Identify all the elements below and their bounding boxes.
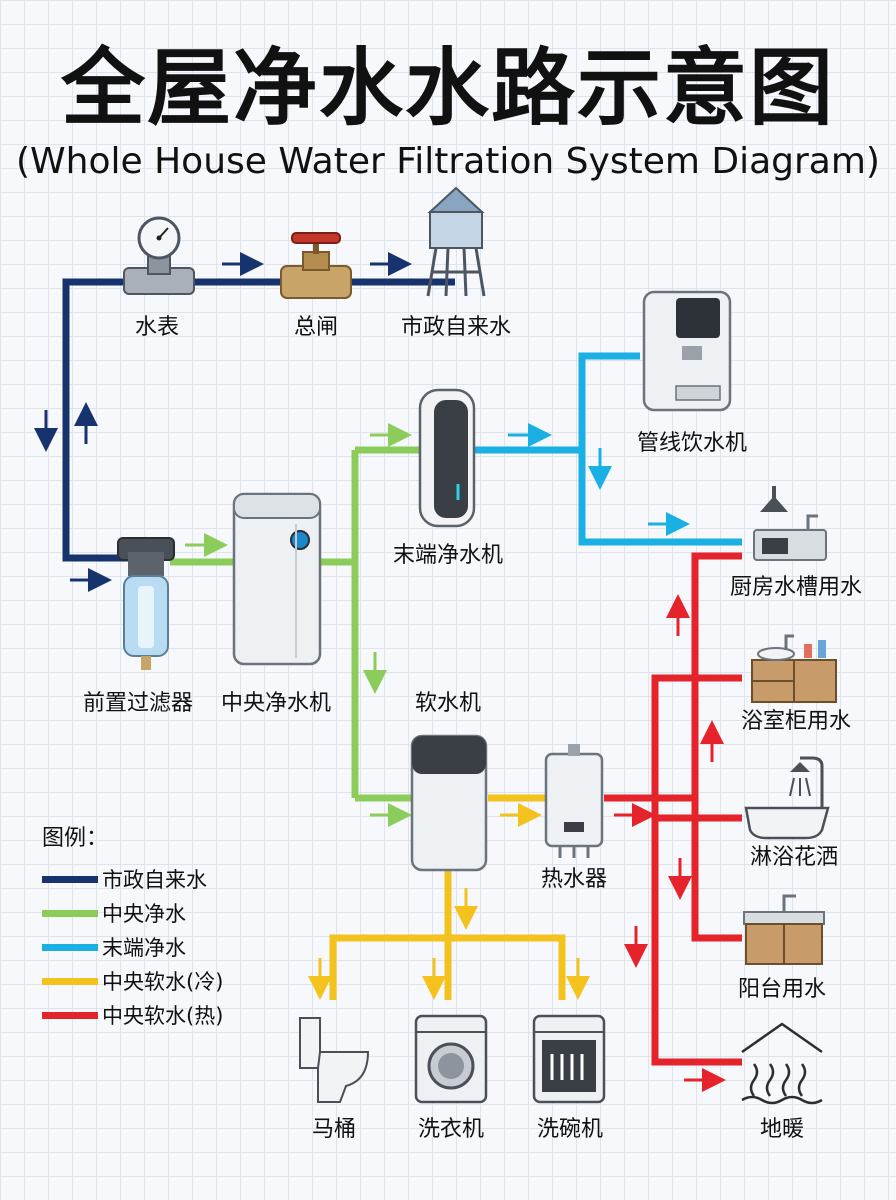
label-municipal-supply: 市政自来水 [400, 315, 512, 340]
legend-item: 中央软水(热) [42, 998, 223, 1032]
legend-label: 中央净水 [102, 902, 186, 926]
municipal-pipe [62, 278, 455, 562]
balcony-sink-icon [743, 894, 825, 965]
central-purifier-icon [232, 492, 322, 666]
bathroom-cabinet-icon [751, 634, 837, 703]
soft-hot-pipe [604, 552, 742, 1066]
terminal-purifier-icon [418, 388, 476, 528]
label-shower: 淋浴花洒 [749, 845, 839, 870]
softener-icon [410, 734, 488, 872]
legend-swatch-terminal [42, 943, 98, 951]
legend-item: 中央软水(冷) [42, 964, 223, 998]
legend-swatch-soft-hot [42, 1011, 98, 1019]
label-main-valve: 总闸 [293, 315, 339, 340]
label-toilet: 马桶 [311, 1117, 357, 1142]
terminal-pipe [475, 352, 742, 546]
shower-bathtub-icon [744, 756, 830, 840]
pipeline-dispenser-icon [642, 290, 732, 412]
pre-filter-icon [117, 537, 175, 670]
label-water-meter: 水表 [134, 315, 180, 340]
legend-label: 末端净水 [102, 936, 186, 960]
floor-heating-icon [741, 1022, 823, 1105]
legend-swatch-central [42, 909, 98, 917]
legend-label: 中央软水(热) [102, 1004, 224, 1028]
label-dishwasher: 洗碗机 [536, 1117, 604, 1142]
legend-label: 市政自来水 [102, 868, 207, 892]
legend-item: 末端净水 [42, 930, 223, 964]
label-balcony: 阳台用水 [737, 977, 827, 1002]
soft-cold-pipe [329, 794, 566, 1000]
legend-item: 中央净水 [42, 896, 223, 930]
toilet-icon [299, 1017, 370, 1103]
label-terminal-purifier: 末端净水机 [392, 543, 504, 568]
central-pipe [170, 446, 422, 802]
label-bathroom-cabinet: 浴室柜用水 [740, 709, 852, 734]
label-kitchen-sink: 厨房水槽用水 [729, 575, 863, 600]
page-subtitle: (Whole House Water Filtration System Dia… [16, 141, 880, 182]
flow-arrows [34, 252, 726, 1092]
water-meter-icon [123, 216, 195, 295]
legend: 图例： 市政自来水 中央净水 末端净水 中央软水(冷) 中央软水(热) [42, 824, 223, 1032]
kitchen-sink-icon [753, 486, 827, 561]
label-floor-heating: 地暖 [759, 1117, 805, 1142]
label-softener: 软水机 [414, 691, 482, 716]
page-title: 全屋净水水路示意图 [60, 39, 835, 137]
legend-swatch-soft-cold [42, 977, 98, 985]
dishwasher-icon [532, 1014, 606, 1104]
label-pre-filter: 前置过滤器 [82, 691, 194, 716]
label-central-purifier: 中央净水机 [220, 691, 332, 716]
label-pipeline-dispenser: 管线饮水机 [636, 431, 748, 456]
label-water-heater: 热水器 [540, 867, 608, 892]
legend-title: 图例： [42, 826, 109, 851]
water-heater-icon [544, 744, 604, 858]
legend-item: 市政自来水 [42, 862, 223, 896]
main-valve-icon [280, 232, 352, 299]
label-washing-machine: 洗衣机 [417, 1117, 485, 1142]
legend-swatch-municipal [42, 875, 98, 883]
legend-label: 中央软水(冷) [102, 970, 224, 994]
washing-machine-icon [414, 1014, 488, 1104]
water-tower-icon [426, 186, 486, 297]
